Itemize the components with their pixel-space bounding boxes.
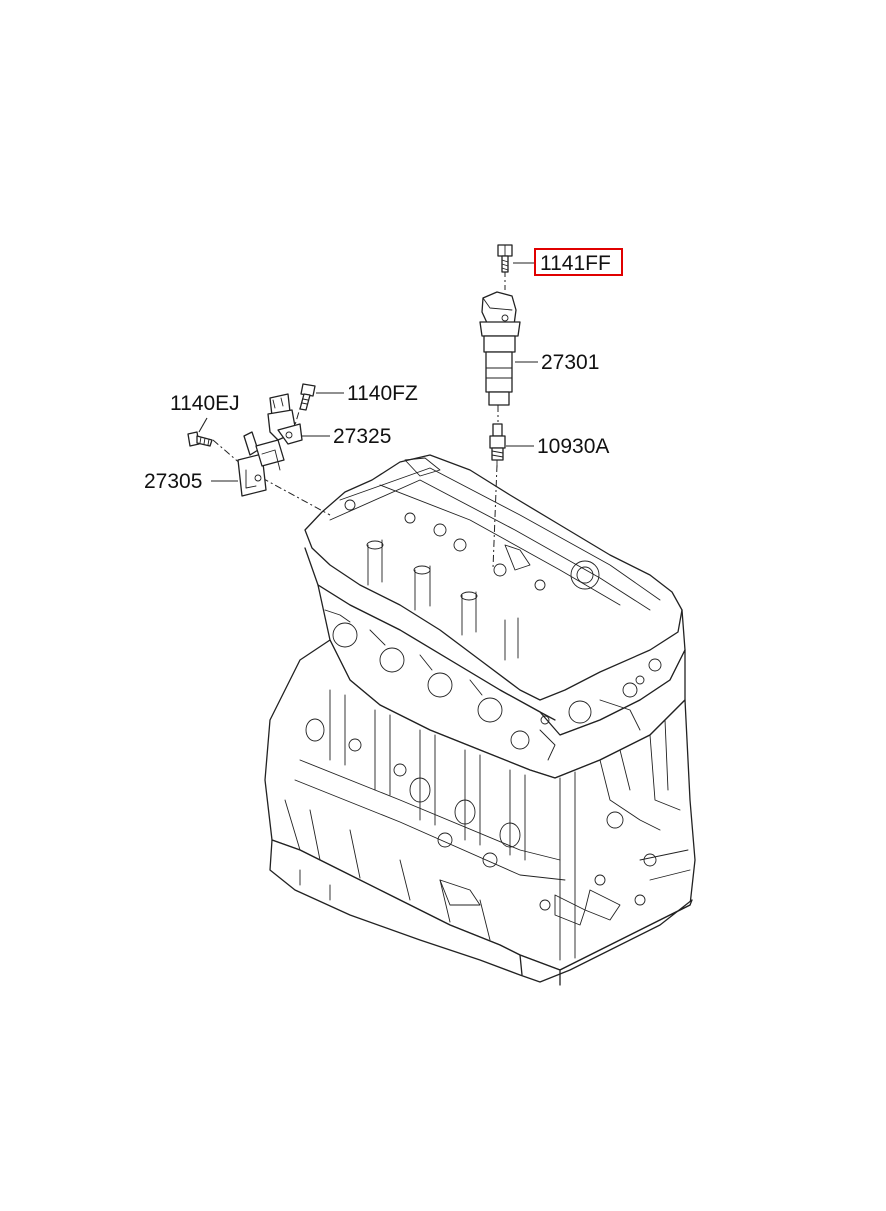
part-labels: 1141FF 27301 1140FZ 1140EJ 27325 27305 1… [144, 248, 623, 493]
coil-bolt[interactable] [497, 244, 513, 273]
label-27325[interactable]: 27325 [333, 425, 391, 448]
highlight-box [534, 248, 623, 276]
bracket-bolt[interactable] [187, 431, 213, 447]
label-1140fz[interactable]: 1140FZ [347, 382, 418, 405]
leader-lines [198, 262, 538, 482]
label-27305[interactable]: 27305 [144, 470, 202, 493]
label-1141ff[interactable]: 1141FF [540, 252, 611, 275]
label-1140ej[interactable]: 1140EJ [170, 392, 240, 415]
sensor-bolt[interactable] [299, 383, 316, 411]
ignition-coil[interactable] [479, 291, 521, 406]
label-27301[interactable]: 27301 [541, 351, 599, 374]
spark-plug[interactable] [489, 423, 506, 468]
label-10930a[interactable]: 10930A [537, 435, 609, 458]
engine-assembly [264, 454, 696, 986]
cam-position-sensor[interactable] [267, 393, 303, 445]
sensor-bracket[interactable] [237, 431, 285, 497]
